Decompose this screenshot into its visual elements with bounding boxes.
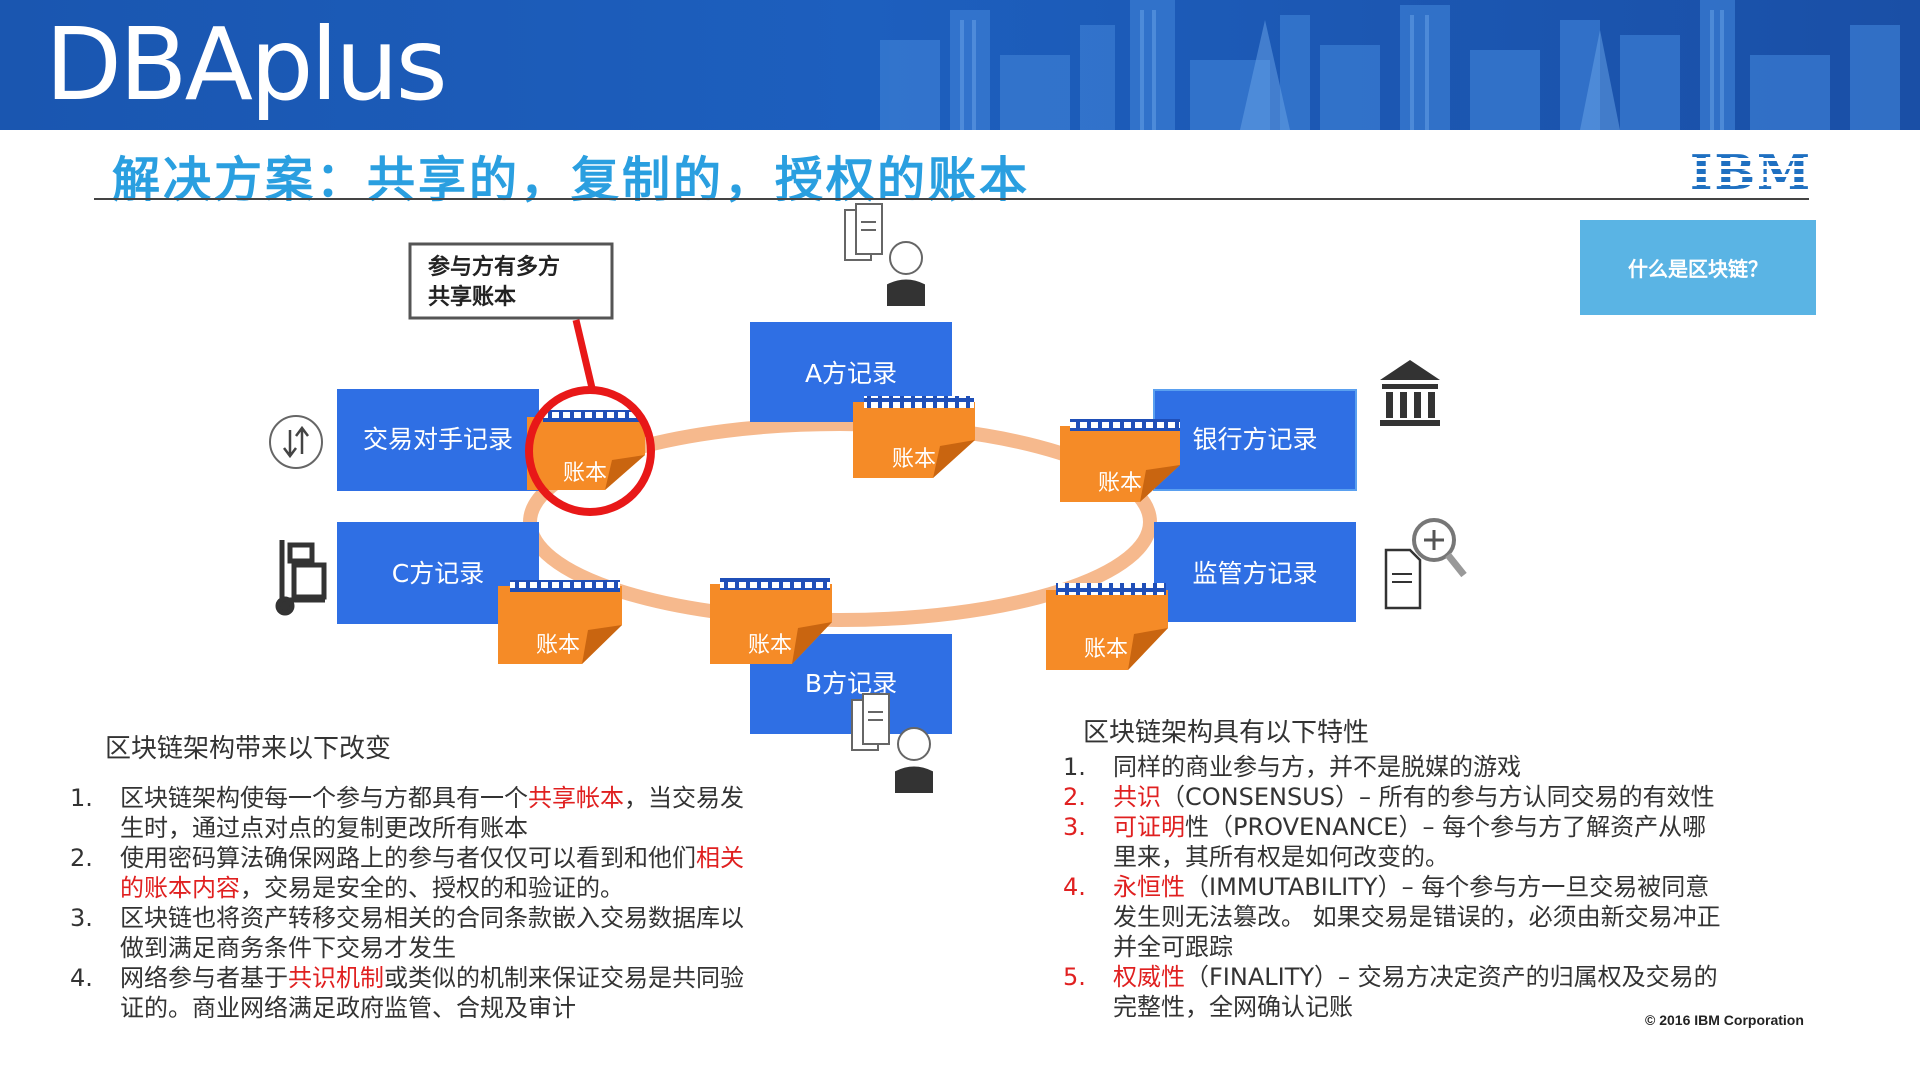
what-is-blockchain-button[interactable]: 什么是区块链？ [1580, 220, 1816, 315]
callout-box: 参与方有多方 共享账本 [408, 242, 614, 320]
ledger-regulator[interactable]: 账本 [1046, 583, 1168, 670]
list-item: 1.区块链架构使每一个参与方都具有一个共享帐本，当交易发生时，通过点对点的复制更… [70, 784, 744, 842]
record-counterparty[interactable]: 交易对手记录 [337, 389, 539, 491]
list-item: 2.共识（CONSENSUS）– 所有的参与方认同交易的有效性 [1063, 783, 1715, 811]
svg-text:账本: 账本 [1084, 637, 1128, 662]
svg-text:参与方有多方: 参与方有多方 [428, 254, 560, 280]
svg-text:共享账本: 共享账本 [428, 284, 516, 310]
svg-text:账本: 账本 [1098, 471, 1142, 496]
ledger-counterparty[interactable]: 账本 [527, 410, 645, 490]
svg-text:账本: 账本 [892, 447, 936, 472]
right-list-heading: 区块链架构具有以下特性 [1083, 718, 1370, 748]
copyright-notice: © 2016 IBM Corporation [1645, 1012, 1804, 1028]
list-item: 4.网络参与者基于共识机制或类似的机制来保证交易是共同验证的。商业网络满足政府监… [70, 964, 744, 1022]
swap-icon [269, 415, 323, 469]
svg-text:账本: 账本 [748, 633, 792, 658]
bank-icon [1380, 360, 1440, 426]
dbaplus-logo: DBAplus [45, 6, 448, 123]
right-feature-list: 1.同样的商业参与方，并不是脱媒的游戏 2.共识（CONSENSUS）– 所有的… [1063, 752, 1853, 1022]
record-regulator[interactable]: 监管方记录 [1154, 522, 1356, 622]
svg-text:A方记录: A方记录 [805, 359, 897, 388]
svg-text:交易对手记录: 交易对手记录 [363, 425, 513, 454]
left-list-heading: 区块链架构带来以下改变 [105, 734, 392, 764]
list-item: 1.同样的商业参与方，并不是脱媒的游戏 [1063, 753, 1521, 781]
ledger-c[interactable]: 账本 [498, 580, 622, 664]
svg-text:C方记录: C方记录 [392, 559, 484, 588]
svg-text:银行方记录: 银行方记录 [1192, 425, 1317, 454]
record-bank[interactable]: 银行方记录 [1153, 389, 1357, 491]
ledger-b[interactable]: 账本 [710, 578, 832, 664]
svg-text:监管方记录: 监管方记录 [1192, 559, 1317, 588]
svg-text:账本: 账本 [536, 633, 580, 658]
callout-pointer [572, 319, 596, 389]
list-item: 2.使用密码算法确保网路上的参与者仅仅可以看到和他们相关的账本内容，交易是安全的… [70, 844, 744, 902]
ledger-a[interactable]: 账本 [853, 396, 975, 478]
list-item: 3.可证明性（PROVENANCE）– 每个参与方了解资产从哪里来，其所有权是如… [1063, 813, 1707, 871]
ibm-logo: IBM [1690, 145, 1813, 201]
magnify-document-icon [1384, 518, 1467, 610]
document-person-icon [844, 203, 925, 306]
svg-text:账本: 账本 [563, 461, 607, 486]
list-item: 4.永恒性（IMMUTABILITY）– 每个参与方一旦交易被同意发生则无法篡改… [1063, 873, 1721, 961]
ledger-bank[interactable]: 账本 [1060, 419, 1180, 502]
list-item: 5.权威性（FINALITY）– 交易方决定资产的归属权及交易的完整性，全网确认… [1063, 963, 1718, 1021]
highlight-circle [525, 386, 655, 516]
list-item: 3.区块链也将资产转移交易相关的合同条款嵌入交易数据库以做到满足商务条件下交易才… [70, 904, 744, 962]
city-skyline-background [0, 0, 1920, 130]
header-banner: DBAplus [0, 0, 1920, 130]
hand-truck-icon [275, 540, 327, 616]
document-person-icon [851, 693, 933, 793]
left-change-list: 1.区块链架构使每一个参与方都具有一个共享帐本，当交易发生时，通过点对点的复制更… [70, 783, 860, 1023]
title-divider [94, 198, 1809, 200]
